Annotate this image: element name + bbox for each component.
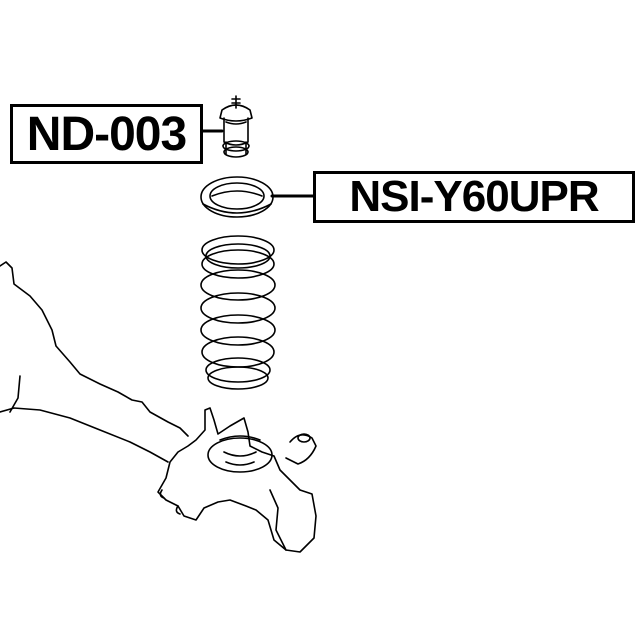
bump-stop-icon <box>219 95 253 158</box>
callout-label-part-1: ND-003 <box>10 104 203 164</box>
callout-label-part-2: NSI-Y60UPR <box>313 171 635 223</box>
axle-housing-icon <box>157 407 317 553</box>
spring-insulator-icon <box>200 176 274 218</box>
trailing-arm-icon <box>0 261 189 463</box>
coil-spring-icon <box>200 235 276 390</box>
